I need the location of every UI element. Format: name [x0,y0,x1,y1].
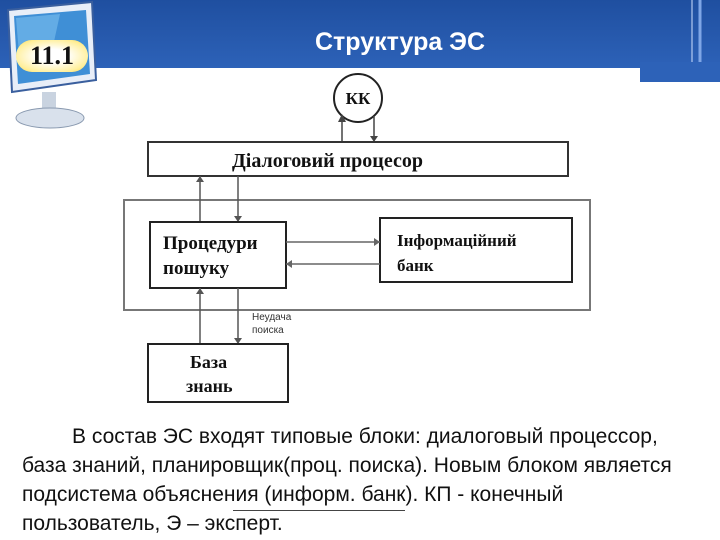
search-procedures-line2: пошуку [163,258,230,279]
failure-note-line1: Неудача [252,312,292,323]
dialog-processor-label: Діалоговий процесор [232,150,423,172]
failure-note-line2: поиска [252,325,284,336]
knowledge-base-line1: База [190,352,227,372]
es-structure-diagram: КК Діалоговий процесор Процедури пошуку … [0,60,720,420]
text-underline [233,510,405,511]
search-procedures-line1: Процедури [163,233,258,254]
info-bank-line1: Інформаційний [397,231,517,250]
slide-title: Структура ЭС [270,28,530,57]
info-bank-line2: банк [397,256,434,275]
knowledge-base-line2: знань [186,376,233,396]
kk-label: КК [346,89,371,108]
description-text: В состав ЭС входят типовые блоки: диалог… [22,422,702,538]
